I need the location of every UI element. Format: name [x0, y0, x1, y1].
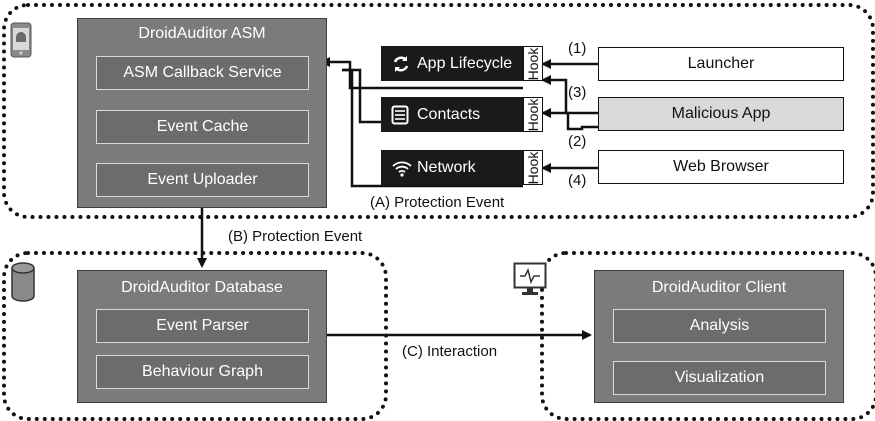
- edge-a-lifecycle: [320, 57, 523, 90]
- android-phone-icon: [10, 22, 32, 58]
- behaviour-graph: Behaviour Graph: [96, 355, 309, 389]
- step-label-3: (3): [568, 84, 587, 101]
- client-title: DroidAuditor Client: [651, 279, 787, 296]
- monitor-icon: [513, 262, 547, 295]
- service-network: Network: [381, 150, 523, 185]
- wifi-icon: [392, 161, 412, 177]
- edge-a-network: [342, 68, 523, 188]
- client-panel: DroidAuditor Client Analysis Visualizati…: [594, 270, 844, 403]
- edge-step-3: [541, 75, 598, 115]
- app-launcher: Launcher: [598, 47, 844, 81]
- contacts-list-icon: [391, 105, 409, 124]
- app-malicious: Malicious App: [598, 97, 844, 131]
- app-web-browser: Web Browser: [598, 150, 844, 184]
- edge-label-a: (A) Protection Event: [370, 194, 505, 211]
- device-region: [2, 3, 875, 219]
- hook-label: Hook: [525, 151, 541, 184]
- hook-label: Hook: [525, 98, 541, 131]
- asm-panel: DroidAuditor ASM ASM Callback Service Ev…: [77, 18, 327, 208]
- database-icon: [11, 262, 35, 302]
- event-cache: Event Cache: [96, 110, 309, 144]
- refresh-icon: [393, 55, 409, 72]
- service-network-label: Network: [417, 158, 476, 176]
- database-panel: DroidAuditor Database Event Parser Behav…: [77, 270, 327, 403]
- hook-label: Hook: [525, 47, 541, 80]
- edge-label-c: (C) Interaction: [402, 343, 498, 360]
- step-label-4: (4): [568, 172, 587, 189]
- hook-network: Hook: [523, 150, 543, 185]
- asm-title: DroidAuditor ASM: [138, 25, 266, 42]
- service-app-lifecycle-label: App Lifecycle: [417, 54, 513, 72]
- service-contacts-label: Contacts: [417, 105, 481, 123]
- event-parser: Event Parser: [96, 309, 309, 343]
- hook-contacts: Hook: [523, 97, 543, 132]
- edge-label-b: (B) Protection Event: [228, 228, 363, 245]
- service-app-lifecycle: App Lifecycle: [381, 46, 523, 81]
- visualization: Visualization: [613, 361, 826, 395]
- step-label-2: (2): [568, 133, 587, 150]
- service-contacts: Contacts: [381, 97, 523, 132]
- asm-callback-service: ASM Callback Service: [96, 56, 309, 90]
- analysis: Analysis: [613, 309, 826, 343]
- event-uploader: Event Uploader: [96, 163, 309, 197]
- database-title: DroidAuditor Database: [121, 279, 283, 296]
- hook-app-lifecycle: Hook: [523, 46, 543, 81]
- step-label-1: (1): [568, 40, 587, 57]
- edge-step-2: [541, 108, 598, 131]
